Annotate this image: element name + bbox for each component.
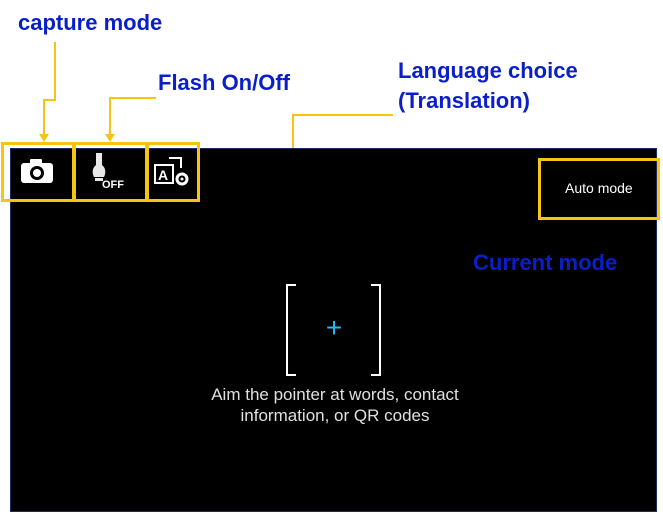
- highlight-auto-mode: [538, 158, 660, 220]
- aim-hint-line2: information, or QR codes: [240, 406, 430, 425]
- annotation-current-mode: Current mode: [473, 250, 618, 275]
- camera-screen: [10, 148, 657, 512]
- highlight-language: [146, 142, 200, 202]
- left-bracket: [286, 284, 296, 376]
- flash-callout-line: [109, 97, 156, 138]
- flash-arrowhead: [105, 134, 115, 142]
- flash-state-text: OFF: [102, 179, 124, 191]
- auto-mode-label[interactable]: Auto mode: [565, 180, 633, 196]
- translate-settings-icon: A: [154, 157, 189, 186]
- aim-hint-text: Aim the pointer at words, contact inform…: [170, 384, 500, 426]
- language-choice-button[interactable]: A: [146, 142, 198, 200]
- capture-arrowhead: [39, 134, 49, 142]
- language-glyph: A: [158, 167, 168, 183]
- annotation-capture-mode: capture mode: [18, 10, 163, 35]
- flash-toggle-button[interactable]: OFF: [73, 142, 146, 200]
- flash-off-icon: OFF: [92, 153, 124, 191]
- crosshair-pointer: +: [325, 312, 343, 343]
- capture-callout-line: [43, 42, 56, 138]
- aim-hint-line1: Aim the pointer at words, contact: [211, 385, 459, 404]
- camera-icon: [21, 159, 53, 183]
- annotation-flash: Flash On/Off: [158, 70, 290, 95]
- right-bracket: [371, 284, 381, 376]
- annotation-language-line2: (Translation): [398, 88, 531, 113]
- annotation-language-line1: Language choice: [398, 58, 578, 83]
- capture-mode-button[interactable]: [1, 142, 73, 200]
